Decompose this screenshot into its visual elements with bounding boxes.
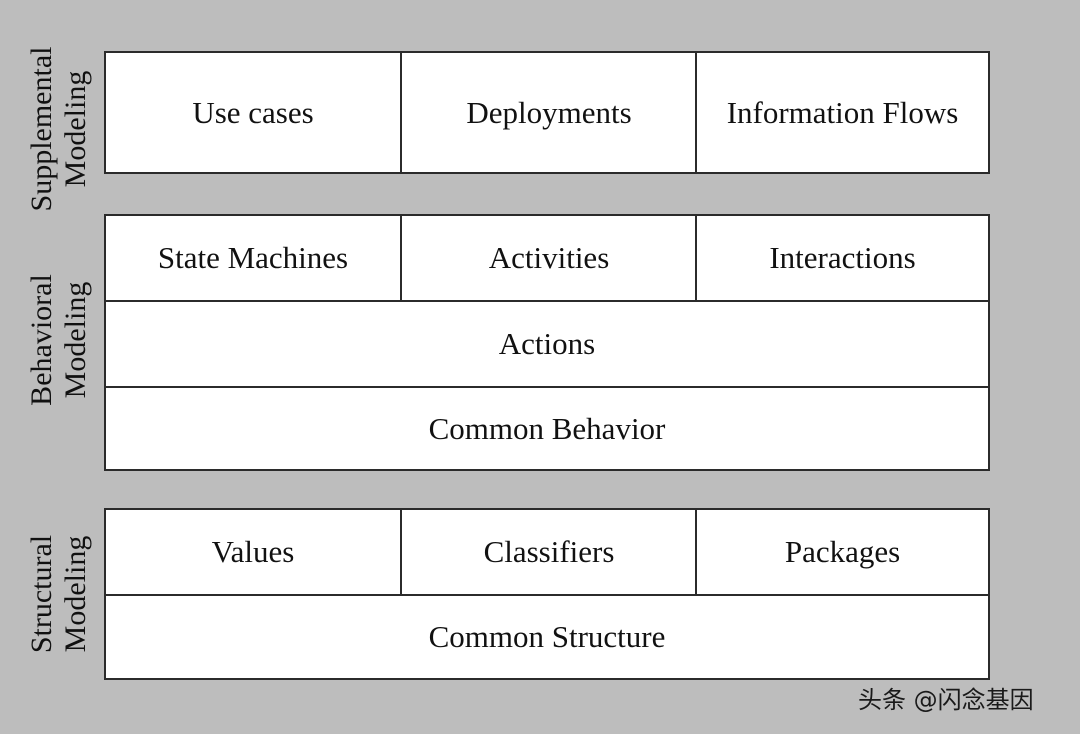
information-flows-cell: Information Flows bbox=[726, 94, 959, 130]
divider bbox=[695, 53, 697, 172]
values-cell: Values bbox=[211, 534, 295, 569]
common-behavior-cell: Common Behavior bbox=[428, 410, 666, 446]
actions-cell: Actions bbox=[498, 326, 596, 361]
divider bbox=[106, 386, 988, 388]
supplemental-label-line2: Modeling bbox=[59, 70, 92, 188]
divider bbox=[106, 300, 988, 302]
divider bbox=[106, 594, 988, 596]
common-structure-cell: Common Structure bbox=[428, 619, 666, 654]
deployments-cell: Deployments bbox=[466, 94, 632, 130]
structural-label-line1: Structural bbox=[25, 534, 58, 654]
supplemental-label-line1: Supplemental bbox=[25, 46, 58, 212]
structural-label-line2: Modeling bbox=[59, 535, 92, 653]
structural-modeling-block: Values Classifiers Packages Common Struc… bbox=[104, 508, 990, 680]
state-machines-cell: State Machines bbox=[157, 240, 349, 275]
divider bbox=[400, 510, 402, 594]
divider bbox=[695, 216, 697, 300]
interactions-cell: Interactions bbox=[769, 240, 916, 275]
watermark-text: 头条 @闪念基因 bbox=[858, 686, 1034, 714]
divider bbox=[400, 53, 402, 172]
behavioral-modeling-block: State Machines Activities Interactions A… bbox=[104, 214, 990, 471]
behavioral-label-line1: Behavioral bbox=[25, 274, 58, 406]
packages-cell: Packages bbox=[784, 534, 901, 569]
activities-cell: Activities bbox=[488, 240, 610, 275]
divider bbox=[695, 510, 697, 594]
divider bbox=[400, 216, 402, 300]
supplemental-modeling-block: Use cases Deployments Information Flows bbox=[104, 51, 990, 174]
classifiers-cell: Classifiers bbox=[483, 534, 615, 569]
use-cases-cell: Use cases bbox=[192, 94, 314, 130]
behavioral-label-line2: Modeling bbox=[59, 281, 92, 399]
